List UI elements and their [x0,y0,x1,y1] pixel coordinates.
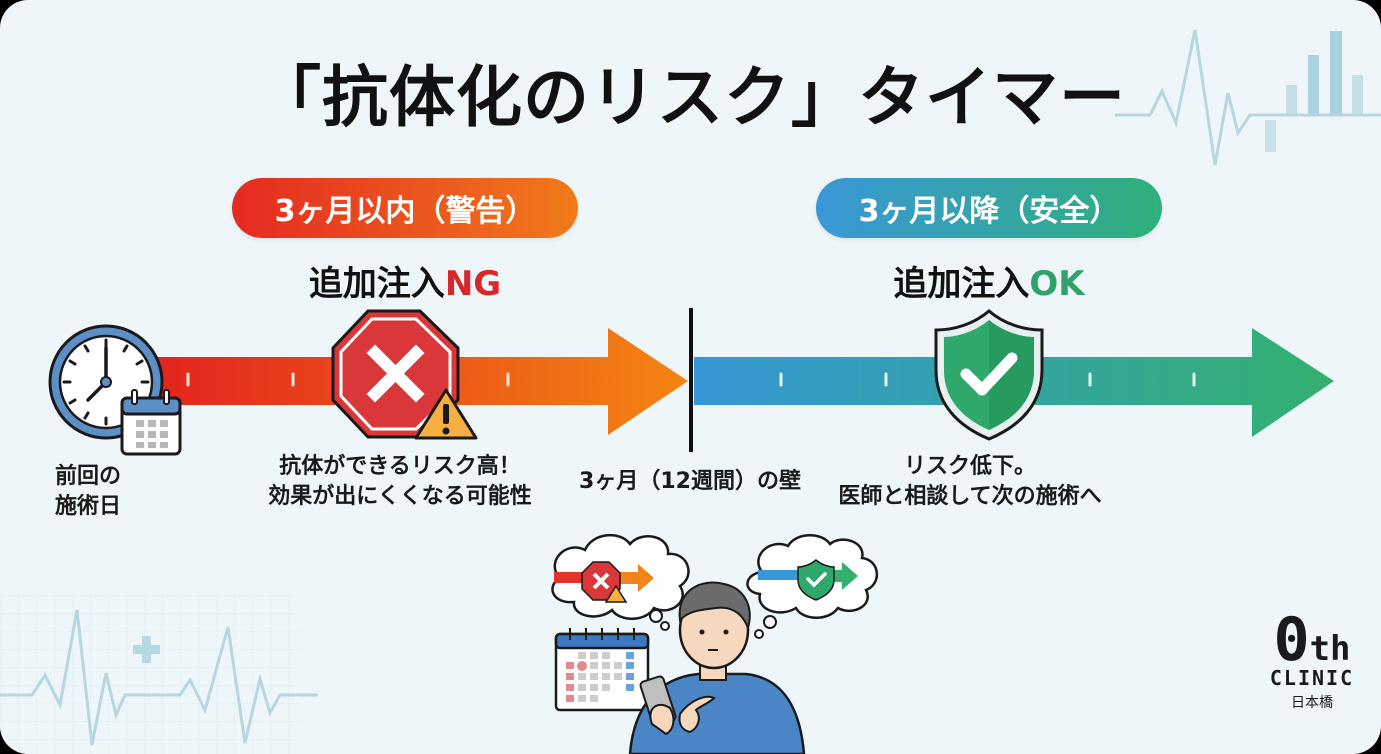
status-prefix: 追加注入 [308,264,445,304]
shield-check-icon [934,309,1044,441]
warning-phase-pill: 3ヶ月以内（警告） [232,178,578,238]
clock-calendar-icon [48,324,182,456]
safe-status-heading: 追加注入OK [789,256,1189,305]
clinic-logo: 0th CLINIC 日本橋 [1262,610,1362,712]
status-prefix: 追加注入 [893,264,1030,304]
safe-phase-pill: 3ヶ月以降（安全） [816,178,1162,238]
timeline [150,308,1334,452]
person-avatar [628,581,806,754]
wall-label: 3ヶ月（12週間）の壁 [579,469,801,494]
warning-triangle-icon [414,388,478,440]
status-ng-badge: NG [444,264,502,304]
status-ok-badge: OK [1029,264,1085,304]
logo-location: 日本橋 [1291,695,1333,711]
safe-caption: リスク低下。 医師と相談して次の施術へ [838,454,1102,509]
warning-thought-bubble-icon [551,534,690,631]
stop-x-icon [331,309,478,440]
logo-name: CLINIC [1269,666,1355,690]
warning-caption: 抗体ができるリスク高！ 効果が出にくくなる可能性 [268,454,532,509]
ecg-bars-decoration-icon [1115,29,1381,166]
logo-suffix: th [1309,629,1351,669]
safe-thought-bubble-icon [746,534,878,639]
calendar-icon [554,628,650,712]
person-thinking-illustration [551,534,878,754]
warning-status-heading: 追加注入NG [205,256,605,305]
logo-mark: 0 [1273,605,1310,675]
page-title: 「抗体化のリスク」タイマー [255,59,1126,136]
ecg-grid-decoration-icon [0,595,318,754]
start-date-label: 前回の 施術日 [55,464,122,519]
